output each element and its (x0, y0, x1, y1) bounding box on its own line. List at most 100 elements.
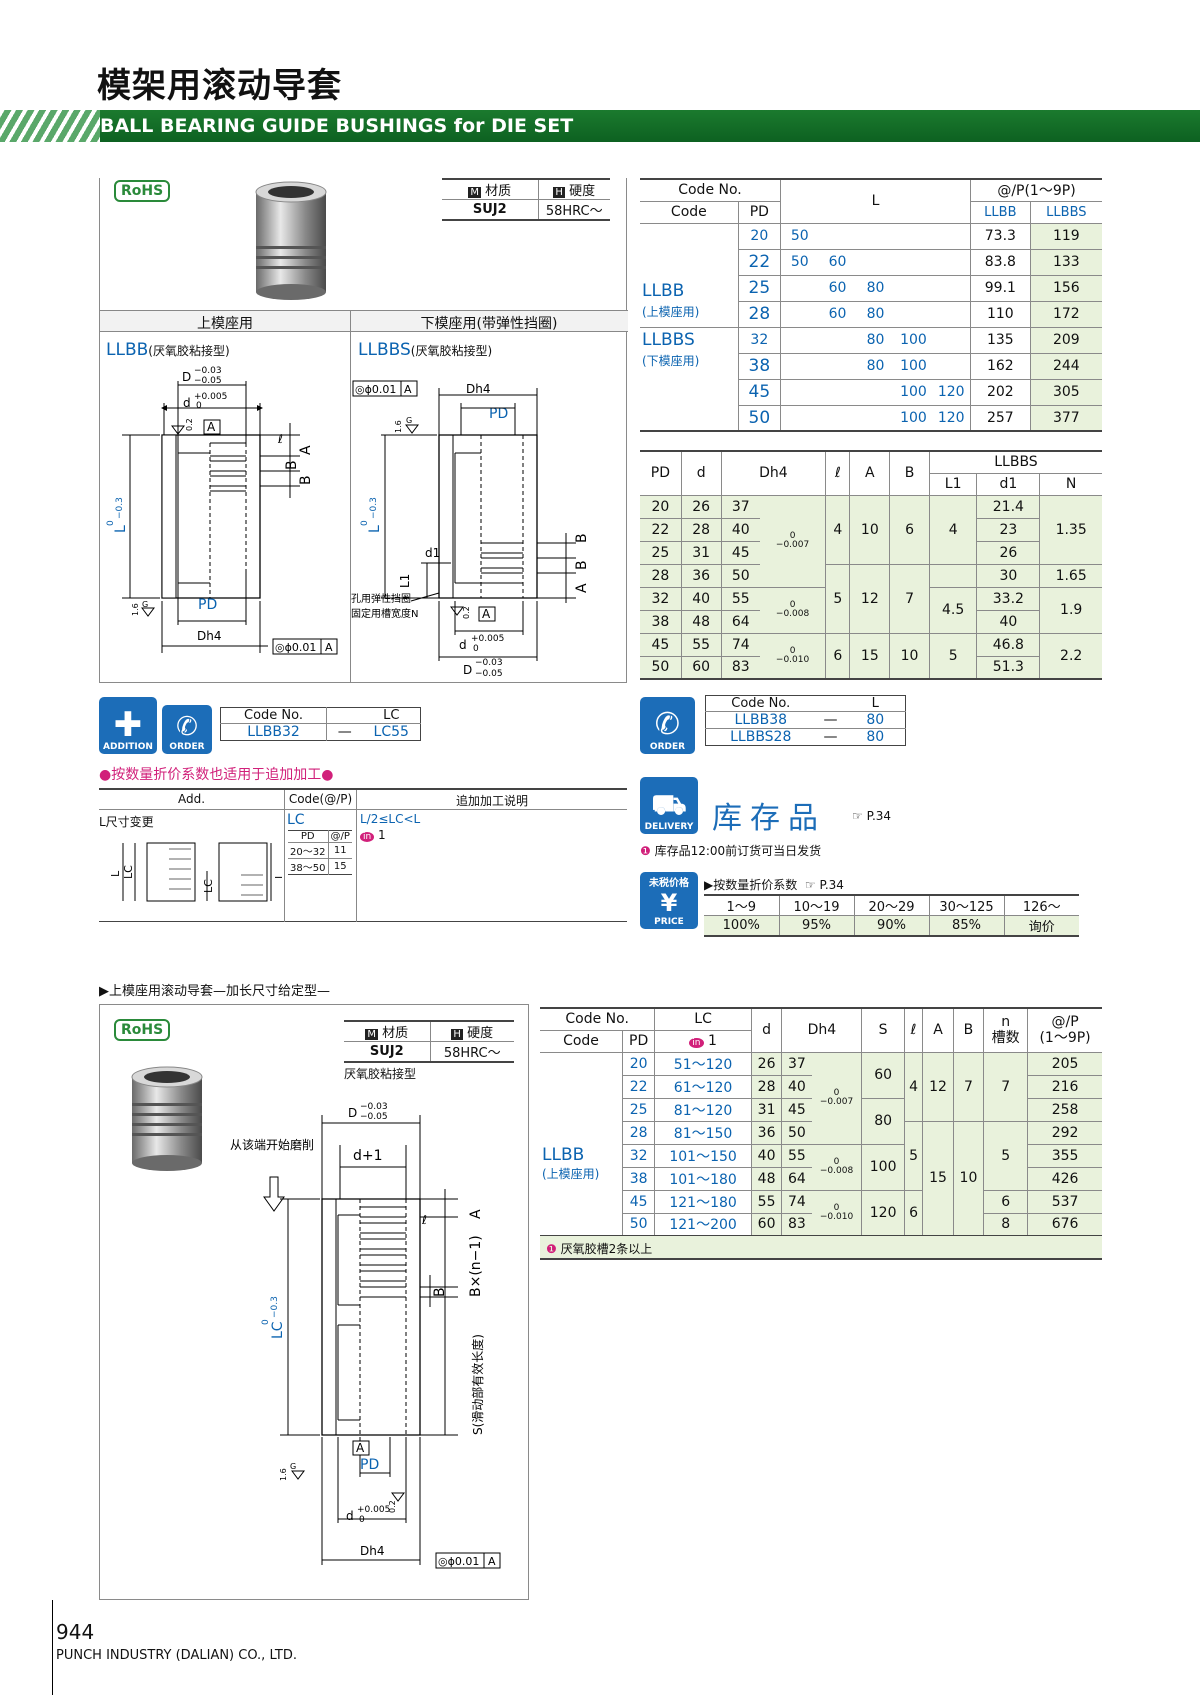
order2-r1-l: 80 (845, 711, 906, 729)
dim-bore-tol-lower: 0 (196, 401, 202, 411)
rohs-badge-2: RoHS (114, 1019, 171, 1041)
cell-pd: 25 (640, 540, 682, 565)
section2-title: ▶上模座用滚动导套—加长尺寸给定型— (99, 984, 330, 999)
order-example-1: Code No.LC LLBB32—LC55 (220, 707, 421, 741)
t2-h-n: N (1039, 472, 1102, 496)
cell-d: 31 (680, 540, 722, 565)
cell-price: 258 (1027, 1097, 1102, 1122)
material-icon: M (468, 187, 481, 198)
cell-pd: 20 (621, 1051, 656, 1076)
t3-h-lc: LC (654, 1007, 752, 1031)
lower-roughness-16: 1.6 (394, 420, 403, 433)
ext-dim-pd: PD (360, 1457, 379, 1473)
add-draw-l: L (109, 870, 122, 877)
cell-l (780, 378, 819, 406)
cell-n: 1.65 (1039, 563, 1102, 588)
ext-dim-a: A (468, 1209, 484, 1219)
cell-s: 80 (861, 1097, 905, 1145)
lower-dim-l-tol-lower: −0.3 (369, 497, 379, 519)
cell-dh4: 83 (781, 1212, 812, 1237)
cell-l: 100 (894, 352, 933, 380)
cell-pd: 22 (621, 1074, 656, 1099)
cell-s: 100 (861, 1143, 905, 1191)
hardness-value-2: 58HRC～ (443, 1046, 501, 1061)
dim-pd: PD (198, 597, 217, 613)
stripe-decoration (0, 110, 100, 142)
cell-l (780, 404, 819, 432)
cell-s: 120 (861, 1189, 905, 1237)
order2-r2-l: 80 (866, 729, 885, 745)
cell-pd: 45 (621, 1189, 656, 1214)
add-desc-2: in 1 (360, 828, 386, 842)
cell-l (932, 274, 971, 302)
add-h-code: Code(@/P) (284, 790, 356, 809)
order2-h-code: Code No. (705, 695, 816, 712)
lower-dim-d1: d1 (425, 546, 440, 560)
cell-ell: 4 (825, 494, 851, 565)
company-name: PUNCH INDUSTRY (DALIAN) CO., LTD. (56, 1648, 297, 1663)
tol-upper: 0 (833, 1202, 840, 1213)
lower-dim-b2: B (574, 560, 590, 570)
lower-runout-symbol: ◎ϕ0.01 (355, 383, 396, 396)
cell-d: 55 (680, 632, 722, 657)
cell-d1: 21.4 (976, 494, 1041, 519)
order1-lc: LC55 (373, 724, 409, 740)
t3-h-n2: 槽数 (991, 1030, 1020, 1047)
t3-h-code: Code (540, 1029, 623, 1053)
t2-h-l: ℓ (825, 450, 851, 496)
th-price: @/P(1～9P) (969, 178, 1102, 202)
cell-l (894, 300, 933, 328)
price-ref: ☞ P.34 (804, 878, 844, 892)
lower-roughness-02: 0.2 (462, 606, 471, 619)
phone-icon-2: ✆ (654, 707, 681, 742)
dim-l-tol-upper: 0 (106, 520, 116, 526)
t3-h-n: n (1001, 1014, 1011, 1031)
cell-l (856, 404, 895, 432)
cell-price: 426 (1027, 1166, 1102, 1191)
price-title: ▶按数量折价系数 ☞ P.34 (704, 876, 844, 893)
lower-dim-d-tol-upper: −0.03 (475, 658, 503, 668)
cell-l (894, 248, 933, 276)
runout-symbol: ◎ϕ0.01 (275, 641, 316, 654)
cell-pd: 32 (640, 586, 682, 611)
hardness-icon-2: H (451, 1029, 463, 1040)
cell-l1-blank (928, 563, 978, 588)
stock-note-text: 库存品12:00前订货可当日发货 (654, 844, 822, 858)
t2-h-pd: PD (640, 450, 682, 496)
cell-pd: 32 (737, 326, 781, 354)
cell-price-llbbs: 119 (1029, 222, 1102, 250)
ring-note-2: 固定用槽宽度N (351, 607, 418, 620)
lower-dim-pd: PD (489, 406, 508, 422)
cell-lc: 121～180 (654, 1189, 752, 1214)
cell-dh4: 37 (720, 494, 760, 519)
cell-l: 100 (894, 378, 933, 406)
cell-price-llbb: 73.3 (969, 222, 1031, 250)
dim-l-tol-lower: −0.3 (115, 497, 125, 519)
cell-l (856, 378, 895, 406)
cell-price-llbbs: 377 (1029, 404, 1102, 432)
yen-icon: ¥ (660, 889, 678, 917)
lower-datum-a: A (482, 607, 491, 621)
glue-note: ❶ 厌氧胶槽2条以上 (540, 1236, 1102, 1260)
cell-l (894, 274, 933, 302)
th-codeno: Code No. (640, 178, 781, 202)
tol-lower: −0.008 (775, 609, 810, 619)
dim-l: L (113, 525, 129, 533)
truck-icon: ⛟ (651, 788, 687, 821)
stock-ref: ☞ P.34 (852, 809, 892, 823)
cell-b: 10 (952, 1120, 985, 1237)
cell-price: 537 (1027, 1189, 1102, 1214)
cell-pd: 50 (737, 404, 781, 432)
cell-b: 6 (889, 494, 930, 565)
delivery-label: DELIVERY (644, 822, 694, 832)
cell-dh4: 37 (781, 1051, 812, 1076)
order1-code: LLBB32 (220, 723, 327, 741)
cell-b: 7 (889, 563, 930, 634)
